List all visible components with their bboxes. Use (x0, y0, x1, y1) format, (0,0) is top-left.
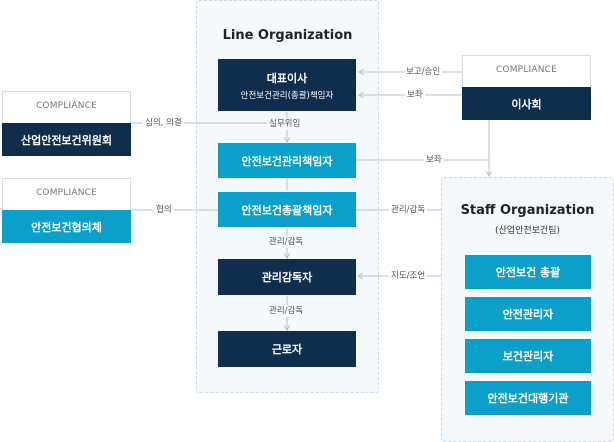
staff-item-label: 안전보건 총괄 (495, 266, 561, 279)
label-delegate: 실무위임 (267, 118, 303, 130)
staff-item-safety-manager: 안전관리자 (465, 297, 591, 331)
label-manage-staff: 관리/감독 (389, 204, 428, 216)
ceo-box: 대표이사 안전보건관리(총괄)책임자 (218, 59, 356, 111)
board-compliance-tag: COMPLIANCE (495, 65, 558, 75)
label-assist-staff: 보좌 (424, 154, 444, 166)
worker-box: 근로자 (218, 331, 356, 367)
label-assist-board: 보좌 (405, 89, 425, 101)
staff-item-label: 안전관리자 (502, 308, 554, 321)
staff-organization-title: Staff Organization (460, 203, 595, 218)
label-manage-1: 관리/감독 (267, 236, 306, 248)
committee-card: COMPLIANCE 산업안전보건위원회 (2, 91, 131, 156)
staff-item-label: 안전보건대행기관 (487, 392, 569, 405)
council-label: 안전보건협의체 (2, 210, 131, 243)
committee-compliance-tag: COMPLIANCE (35, 101, 98, 111)
ceo-label: 대표이사 (266, 71, 308, 85)
board-label: 이사회 (462, 87, 591, 120)
board-card: COMPLIANCE 이사회 (462, 55, 591, 120)
label-deliberate: 심의, 의결 (143, 117, 184, 129)
label-manage-2: 관리/감독 (267, 305, 306, 317)
staff-organization-subtitle: (산업안전보건팀) (495, 226, 560, 236)
council-card: COMPLIANCE 안전보건협의체 (2, 178, 131, 243)
safety-manager-label: 안전보건관리책임자 (241, 154, 333, 168)
staff-item-health-manager: 보건관리자 (465, 339, 591, 373)
general-manager-label: 안전보건총괄책임자 (241, 203, 333, 217)
worker-label: 근로자 (271, 343, 303, 356)
ceo-sublabel: 안전보건관리(총괄)책임자 (240, 90, 334, 101)
label-guide: 지도/조언 (389, 270, 428, 282)
line-organization-title: Line Organization (222, 28, 353, 43)
safety-manager-box: 안전보건관리책임자 (218, 143, 356, 178)
staff-item-agency: 안전보건대행기관 (465, 381, 591, 415)
label-report-approve: 보고/승인 (404, 66, 443, 78)
staff-item-general: 안전보건 총괄 (465, 255, 591, 289)
supervisor-label: 관리감독자 (261, 271, 313, 284)
label-consult: 협의 (154, 204, 174, 216)
supervisor-box: 관리감독자 (218, 259, 356, 295)
council-compliance-tag: COMPLIANCE (35, 188, 98, 198)
staff-item-label: 보건관리자 (502, 350, 554, 363)
general-manager-box: 안전보건총괄책임자 (218, 192, 356, 227)
committee-label: 산업안전보건위원회 (2, 123, 131, 156)
